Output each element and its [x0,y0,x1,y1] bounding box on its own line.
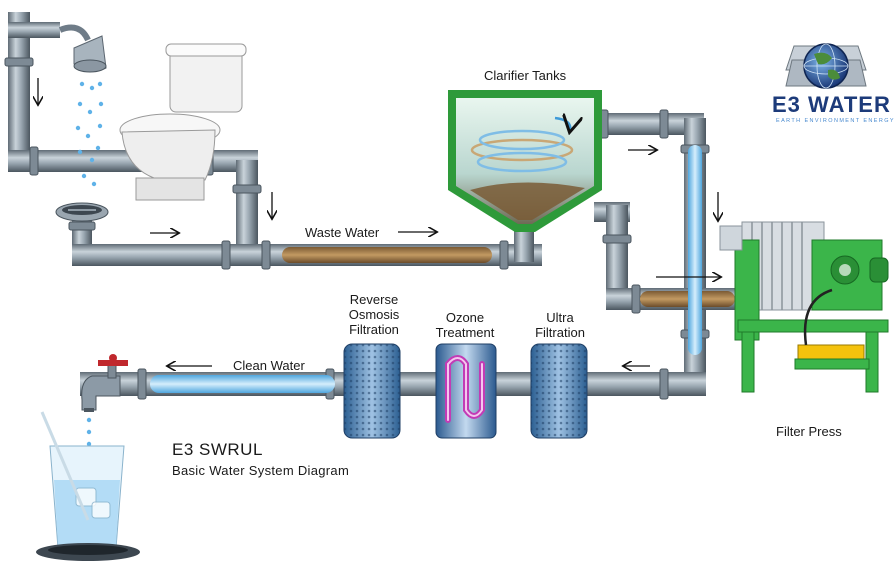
pipe-joints [4,57,710,400]
press-sludge [640,291,735,307]
ultra-filtration-filter [530,343,588,439]
ultra-line-2: Filtration [535,325,585,340]
clean-water-flow [150,375,335,393]
glass-icon [36,411,140,561]
waste-sludge [282,247,492,263]
reverse-osmosis-line-2: Osmosis [348,307,400,322]
diagram-title: E3 SWRUL [172,440,263,459]
diagram-subtitle: Basic Water System Diagram [172,463,350,478]
reverse-osmosis-filter [343,343,401,439]
water-drops [75,81,104,187]
ozone-treatment-unit [435,343,497,439]
ultra-line-1: Ultra [546,310,574,325]
flow-arrows [38,78,720,366]
reverse-osmosis-label: Reverse Osmosis Filtration [349,292,400,337]
brand-name: E3 WATER [772,92,891,117]
filter-press [719,221,889,393]
waste-water-label: Waste Water [305,225,380,240]
filter-press-label: Filter Press [776,424,842,439]
ozone-label: Ozone Treatment [436,310,495,340]
toilet-icon [119,43,247,201]
reverse-osmosis-line-1: Reverse [349,292,399,307]
ozone-line-1: Ozone [445,310,485,325]
shower-icon [58,24,107,73]
clarifier-label: Clarifier Tanks [484,68,567,83]
clean-water-label: Clean Water [233,358,305,373]
reverse-osmosis-line-3: Filtration [349,322,399,337]
ozone-line-2: Treatment [435,325,495,340]
globe-logo-icon [785,43,867,89]
brand-tagline: EARTH ENVIRONMENT ENERGY [776,118,895,124]
clarifier-tank [448,90,602,232]
drain-icon [55,202,109,222]
ultra-label: Ultra Filtration [535,310,585,340]
vertical-water [688,145,702,355]
pipe-network [8,12,740,396]
faucet-icon [81,354,128,412]
